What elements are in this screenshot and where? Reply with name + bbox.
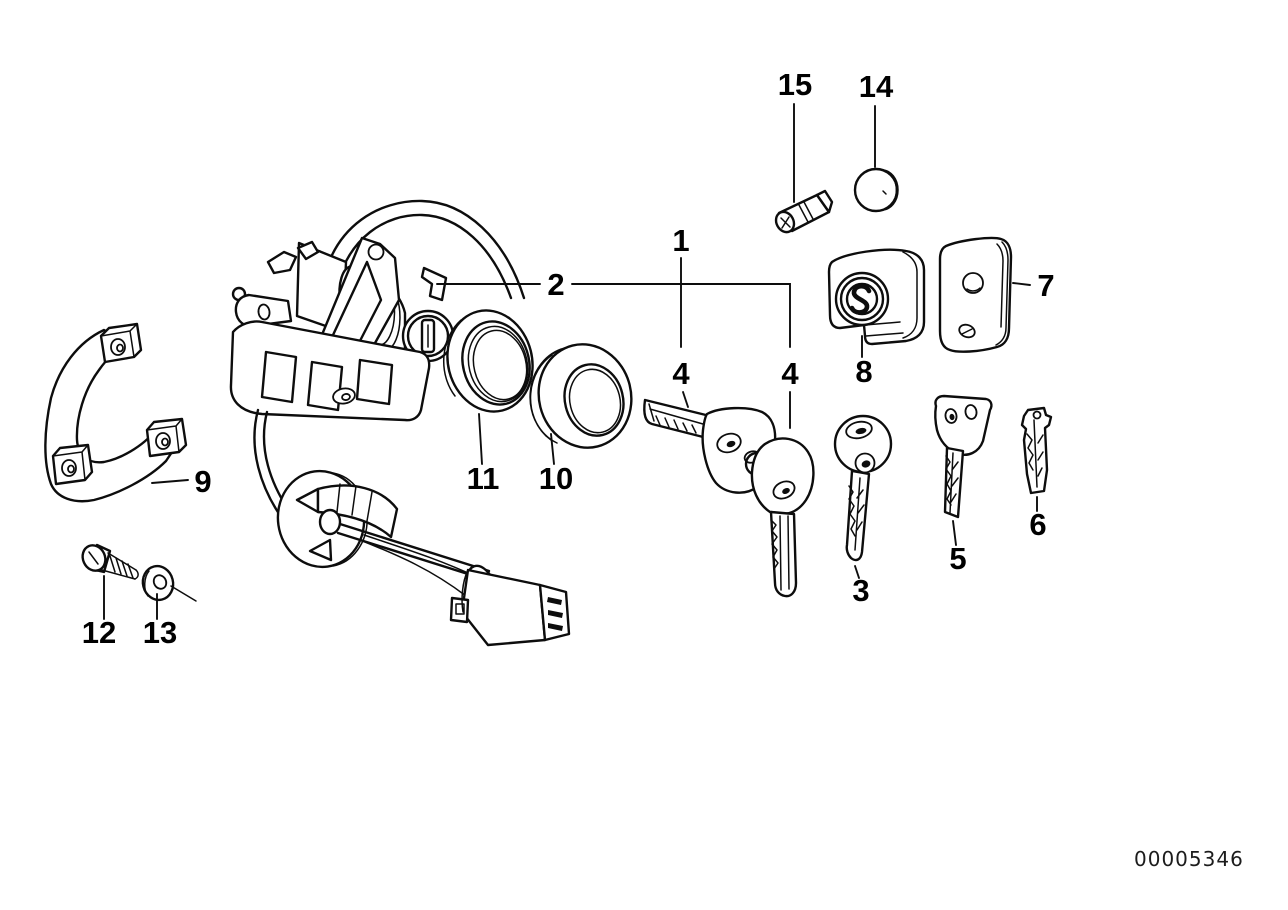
callout-9: 9 <box>151 464 212 499</box>
lock-cylinder-assembly-drawing-2 <box>229 199 526 523</box>
callout-label-1: 1 <box>672 223 689 258</box>
leader-line-4-left <box>682 391 689 408</box>
lock-drawing-8 <box>827 248 926 346</box>
callout-6: 6 <box>1029 496 1047 542</box>
leader-line-5 <box>952 520 957 546</box>
callout-label-4-right: 4 <box>781 356 799 391</box>
connector-pins <box>547 597 563 631</box>
callout-5: 5 <box>949 520 967 576</box>
callout-10: 10 <box>539 433 573 496</box>
leader-line-2 <box>436 283 791 348</box>
key-drawing-3 <box>833 414 893 562</box>
callout-label-15: 15 <box>778 67 812 102</box>
callout-label-6: 6 <box>1029 507 1046 542</box>
leader-line-3 <box>854 565 860 579</box>
connector-body <box>460 568 547 647</box>
callout-label-4-left: 4 <box>672 356 690 391</box>
callout-15: 15 <box>778 67 812 203</box>
callout-11: 11 <box>467 413 500 496</box>
leader-line-9 <box>151 479 189 484</box>
cap-drawing-14 <box>853 167 899 213</box>
washer-drawing-13 <box>141 564 197 602</box>
key-pair-drawing-4 <box>643 398 815 598</box>
callout-label-8: 8 <box>855 354 872 389</box>
callout-label-12: 12 <box>82 615 116 650</box>
callout-2: 2 <box>436 267 791 348</box>
callout-4-right: 4 <box>781 356 799 429</box>
callout-4-left: 4 <box>672 356 690 408</box>
callout-label-11: 11 <box>467 461 500 496</box>
key-drawing-5 <box>934 394 993 519</box>
bulb-drawing-15 <box>774 189 834 234</box>
callout-label-10: 10 <box>539 461 573 496</box>
cable-and-connector-drawing <box>276 469 571 647</box>
leader-line-7 <box>1012 282 1031 286</box>
callout-label-5: 5 <box>949 541 966 576</box>
callout-label-3: 3 <box>852 573 869 608</box>
key-blank-drawing-6 <box>1020 406 1053 495</box>
callout-label-9: 9 <box>194 464 211 499</box>
callout-label-13: 13 <box>143 615 177 650</box>
callout-1: 1 <box>672 223 690 348</box>
leader-line-11 <box>478 413 483 465</box>
screw-drawing-12 <box>81 543 139 580</box>
callout-label-7: 7 <box>1037 268 1054 303</box>
callout-8: 8 <box>855 335 873 389</box>
callout-13: 13 <box>143 593 177 650</box>
ring-drawing-10 <box>529 343 633 449</box>
ring-drawing-11 <box>443 309 534 413</box>
callout-7: 7 <box>1012 268 1055 303</box>
callout-12: 12 <box>82 575 116 650</box>
bracket-drawing-9 <box>44 322 188 503</box>
callout-14: 14 <box>859 69 894 168</box>
leader-line-10 <box>550 433 555 465</box>
callout-label-2: 2 <box>547 267 564 302</box>
callout-label-14: 14 <box>859 69 894 104</box>
drawing-number: 00005346 <box>1134 847 1244 871</box>
callout-3: 3 <box>852 565 870 608</box>
cover-plate-drawing-7 <box>938 236 1013 353</box>
keyhole-s-slot <box>849 283 872 315</box>
